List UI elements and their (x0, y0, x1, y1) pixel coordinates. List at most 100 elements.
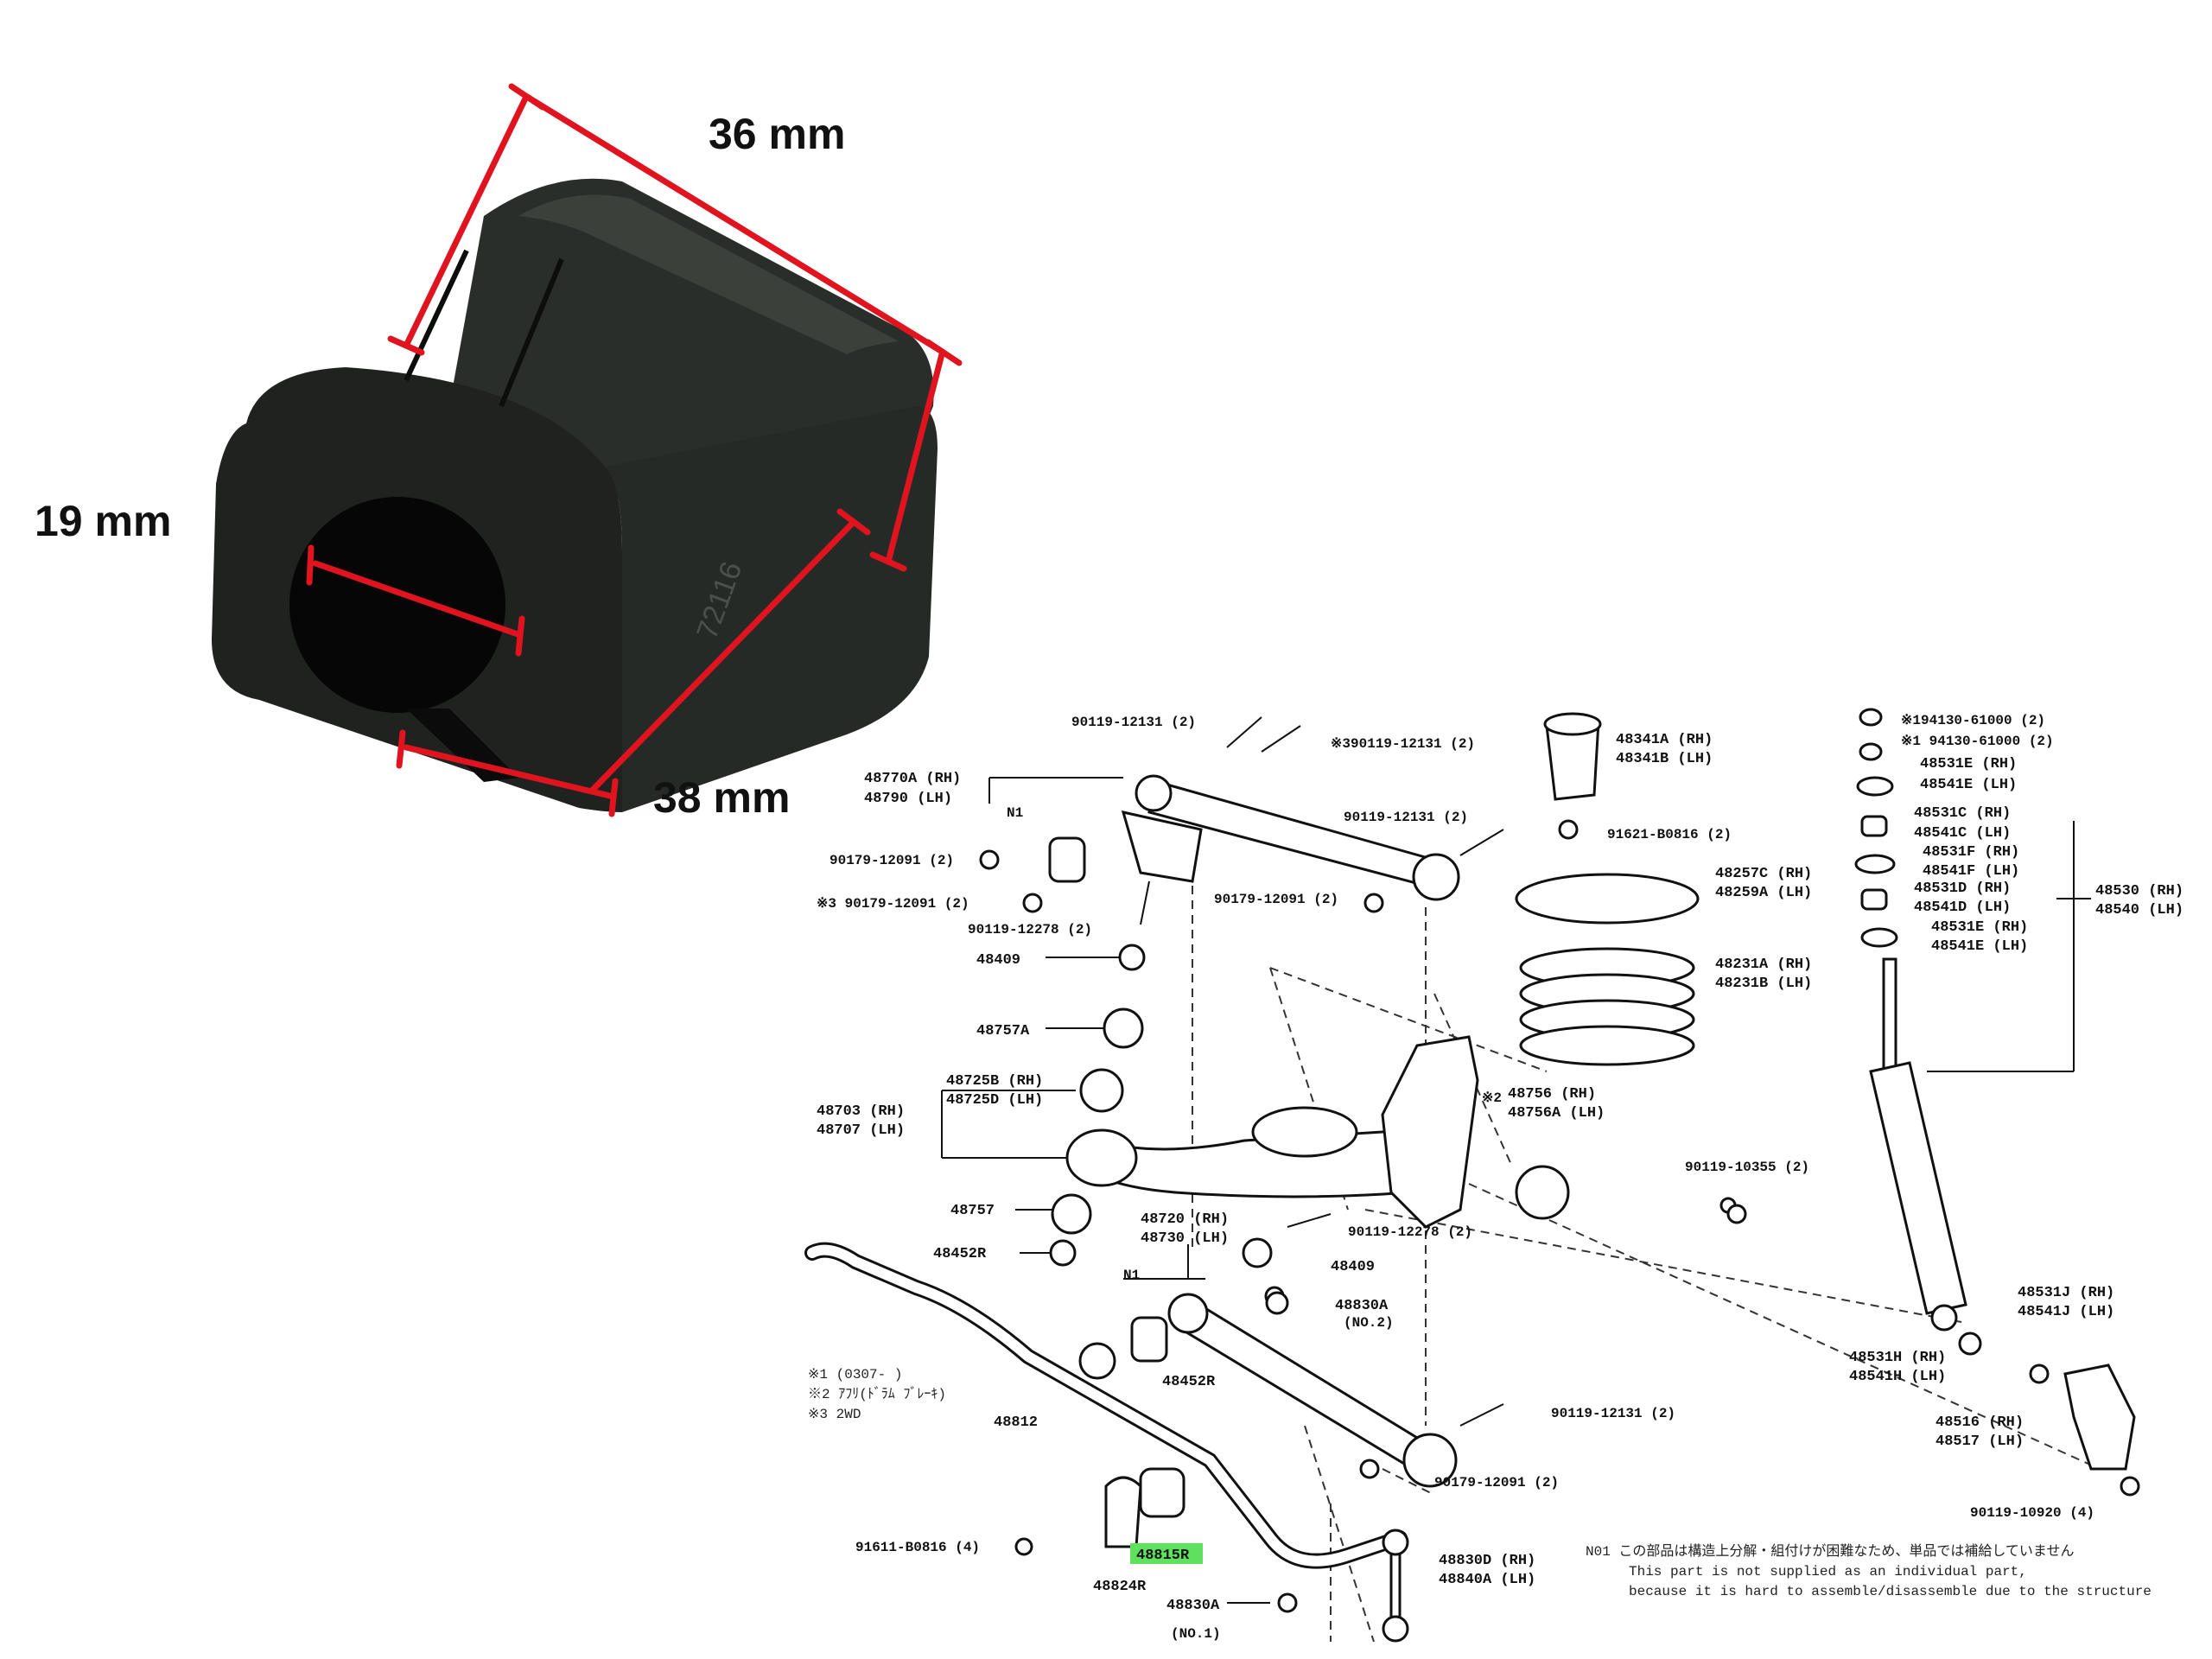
washer-5 (1860, 927, 1898, 948)
part-label: 48725B (RH) (946, 1073, 1043, 1090)
part-label: 48756 (RH) (1508, 1086, 1596, 1103)
stabilizer-link (1382, 1529, 1409, 1643)
part-label: 48720 (RH) (1141, 1211, 1229, 1228)
part-label: ※3 90179-12091 (2) (817, 896, 969, 912)
lower-arm-bush (1065, 1128, 1138, 1187)
dim-tick-36r (869, 551, 907, 572)
coil-spring-48231 (1519, 947, 1695, 1066)
bolt-b (1261, 725, 1301, 753)
bolt-f (1459, 1403, 1504, 1427)
part-label: 48541D (LH) (1914, 899, 2011, 916)
n1-bush-2 (1130, 1316, 1168, 1363)
part-label: 48790 (LH) (864, 791, 952, 807)
dim-tick-36l (387, 335, 425, 356)
part-label: ※2 (1482, 1090, 1502, 1106)
bush-48452R (1078, 1342, 1116, 1380)
part-label: 48725D (LH) (946, 1092, 1043, 1109)
part-label: 48830D (RH) (1439, 1553, 1535, 1569)
bushing-bottom-slot (406, 709, 518, 782)
part-label: 48757 (950, 1203, 995, 1219)
stabilizer-bushing-48815R (1139, 1467, 1185, 1518)
spring-insulator-48257C (1515, 873, 1700, 925)
washer-1 (1859, 708, 1883, 727)
guide-4 (1269, 967, 1548, 1072)
part-label: 48541F (LH) (1923, 863, 2019, 880)
part-label: 90119-12278 (2) (1348, 1224, 1472, 1240)
part-label: 48231B (LH) (1715, 976, 1812, 992)
bushing-bore (289, 497, 505, 713)
stabilizer-bar-inner (807, 1244, 1405, 1567)
n1-bush (1048, 836, 1086, 883)
part-label: 48541E (LH) (1920, 777, 2017, 793)
notes: ※1 (0307- ) ※2 ｱﾌﾘ(ﾄﾞﾗﾑ ﾌﾞﾚｰｷ) ※3 2WD N0… (808, 1367, 2152, 1599)
shock-absorber-48530 (1869, 957, 1967, 1332)
cushion-1 (1860, 815, 1888, 837)
link-end-bottom (1382, 1615, 1409, 1643)
part-label: N1 (1123, 1268, 1140, 1283)
dim-tick-38c (836, 508, 871, 536)
part-label: 48541C (LH) (1914, 825, 2011, 842)
lower-arm-bush-left (1167, 1293, 1209, 1334)
nut-2 (1022, 893, 1043, 913)
part-label: ※194130-61000 (2) (1901, 713, 2045, 728)
shock-eye (1930, 1304, 1958, 1332)
dim-line-19 (312, 560, 524, 639)
part-label: ※390119-12131 (2) (1331, 736, 1475, 752)
nut-5 (1359, 1459, 1380, 1479)
link-end-top (1382, 1529, 1409, 1556)
nut-6 (1277, 1592, 1298, 1613)
dim-label-19: 19 mm (35, 497, 171, 545)
part-label: 90119-10355 (2) (1685, 1160, 1809, 1175)
shock-bracket-48516 (2063, 1363, 2136, 1471)
bushing-photo: 72116 (212, 178, 938, 812)
part-label: 91611-B0816 (4) (855, 1540, 980, 1555)
spacer-48830A (1265, 1291, 1289, 1315)
part-label: 48540 (LH) (2095, 902, 2183, 918)
part-label: 48517 (LH) (1936, 1433, 2024, 1450)
part-label: 48756A (LH) (1508, 1105, 1605, 1122)
dim-line-36-right (885, 351, 945, 565)
bush-48757A (1103, 1007, 1144, 1049)
part-label: 48259A (LH) (1715, 885, 1812, 901)
part-label: 48452R (1162, 1374, 1216, 1390)
bolt-e (1287, 1213, 1332, 1228)
upper-arm-bracket (1121, 810, 1203, 883)
bolt-a (1226, 716, 1262, 748)
bush-48725 (1079, 1068, 1124, 1113)
nut-1 (979, 849, 1000, 870)
part-label: 90119-10920 (4) (1970, 1505, 2094, 1521)
bush-48409b (1242, 1237, 1273, 1268)
part-label: 48531J (RH) (2018, 1285, 2114, 1301)
dim-label-38: 38 mm (653, 773, 790, 822)
dim-line-38 (403, 744, 617, 800)
part-label: 48830A (1335, 1298, 1389, 1314)
dim-line-36 (524, 93, 947, 356)
nut-7 (1958, 1332, 1982, 1356)
part-label: 90119-12131 (2) (1344, 810, 1468, 825)
part-label: 48409 (1331, 1259, 1375, 1275)
bolts (1140, 716, 1504, 1427)
washer-2 (1859, 742, 1883, 761)
part-label: 48824R (1093, 1579, 1147, 1595)
guide-lines (1192, 812, 2101, 1643)
upper-arm-bush-left (1135, 774, 1173, 812)
lower-arm-seat (1251, 1106, 1358, 1158)
part-label: 48531F (RH) (1923, 844, 2019, 861)
part-label: N1 (1007, 805, 1023, 821)
note-line: ※3 2WD (808, 1407, 861, 1422)
part-label: 48840A (LH) (1439, 1572, 1535, 1588)
part-label: 48757A (976, 1023, 1030, 1039)
bolt-91611 (1014, 1537, 1033, 1556)
note-line: because it is hard to assemble/disassemb… (1629, 1584, 2152, 1599)
part-label: 48815R (1136, 1548, 1190, 1564)
part-label: 90179-12091 (2) (1434, 1475, 1559, 1491)
part-label: 48541E (LH) (1931, 938, 2028, 955)
nut-3 (1363, 893, 1384, 913)
part-label: 48452R (933, 1246, 987, 1262)
dimension-lines (306, 83, 963, 817)
part-label: 48341B (LH) (1616, 751, 1713, 767)
part-label: 48812 (994, 1414, 1038, 1431)
guide-7 (1304, 1425, 1375, 1643)
part-label: ※1 94130-61000 (2) (1901, 734, 2054, 749)
